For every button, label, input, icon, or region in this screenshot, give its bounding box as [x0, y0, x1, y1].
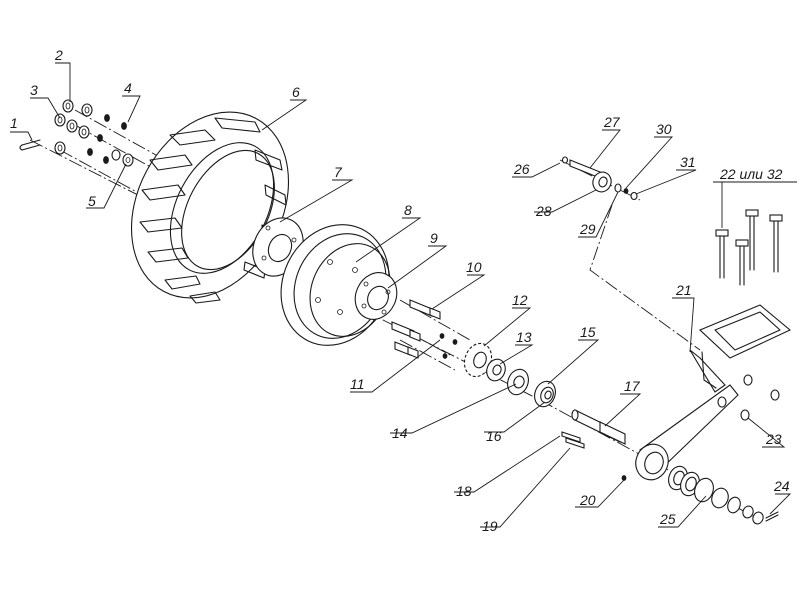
- callout-16: 16: [486, 428, 502, 444]
- thrust-washer-part: [507, 368, 529, 396]
- callout-21: 21: [675, 282, 692, 298]
- axle-shaft-part: [571, 409, 626, 445]
- callout-4: 4: [124, 80, 132, 96]
- callout-15: 15: [580, 324, 596, 340]
- callout-31: 31: [680, 154, 696, 170]
- callout-2: 2: [54, 47, 63, 63]
- callout-5: 5: [88, 193, 96, 209]
- grease-fitting-part: [621, 475, 627, 481]
- callout-24: 24: [773, 478, 790, 494]
- callout-19: 19: [482, 518, 498, 534]
- callout-26: 26: [513, 161, 530, 177]
- callout-10: 10: [466, 259, 482, 275]
- callout-23: 23: [765, 431, 782, 447]
- callout-7: 7: [334, 164, 343, 180]
- callout-30: 30: [656, 121, 672, 137]
- callout-29: 29: [579, 221, 596, 237]
- leader-lines: [10, 62, 797, 528]
- callout-17: 17: [624, 378, 641, 394]
- spring-washers-part: [87, 114, 127, 164]
- roller-subassembly-part: [561, 156, 638, 201]
- outer-bearing-stack-part: [668, 465, 764, 525]
- cotter-pin-part: [19, 139, 41, 151]
- callout-25: 25: [659, 511, 676, 527]
- small-pins-part: [439, 333, 458, 359]
- callout-8: 8: [404, 202, 412, 218]
- callout-labels: 1 2 3 4 5 6 7 8 9 10 11 12 13 14 15 16 1…: [10, 47, 790, 534]
- callout-12: 12: [512, 292, 528, 308]
- flat-washers-part: [111, 149, 134, 167]
- wheel-nuts-part: [54, 99, 93, 155]
- swing-arm-part: [635, 304, 792, 481]
- split-pin-part: [765, 511, 779, 522]
- tire-part: [130, 111, 290, 304]
- callout-3: 3: [30, 82, 38, 98]
- hub-bolts-part: [391, 299, 441, 359]
- callout-13: 13: [516, 329, 532, 345]
- callout-11: 11: [350, 376, 365, 392]
- callout-27: 27: [603, 114, 621, 130]
- arm-nuts-part: [717, 374, 780, 421]
- callout-28: 28: [535, 203, 552, 219]
- callout-18: 18: [456, 483, 472, 499]
- bearing-part: [534, 380, 556, 408]
- callout-22: 22 или 32: [719, 166, 783, 182]
- callout-9: 9: [430, 230, 438, 246]
- callout-14: 14: [392, 425, 408, 441]
- callout-1: 1: [10, 115, 18, 131]
- callout-6: 6: [292, 84, 300, 100]
- hub-part: [354, 272, 398, 320]
- callout-20: 20: [579, 492, 596, 508]
- long-bolts-part: [715, 209, 783, 286]
- bushing-part: [486, 358, 506, 382]
- key-part: [561, 431, 585, 449]
